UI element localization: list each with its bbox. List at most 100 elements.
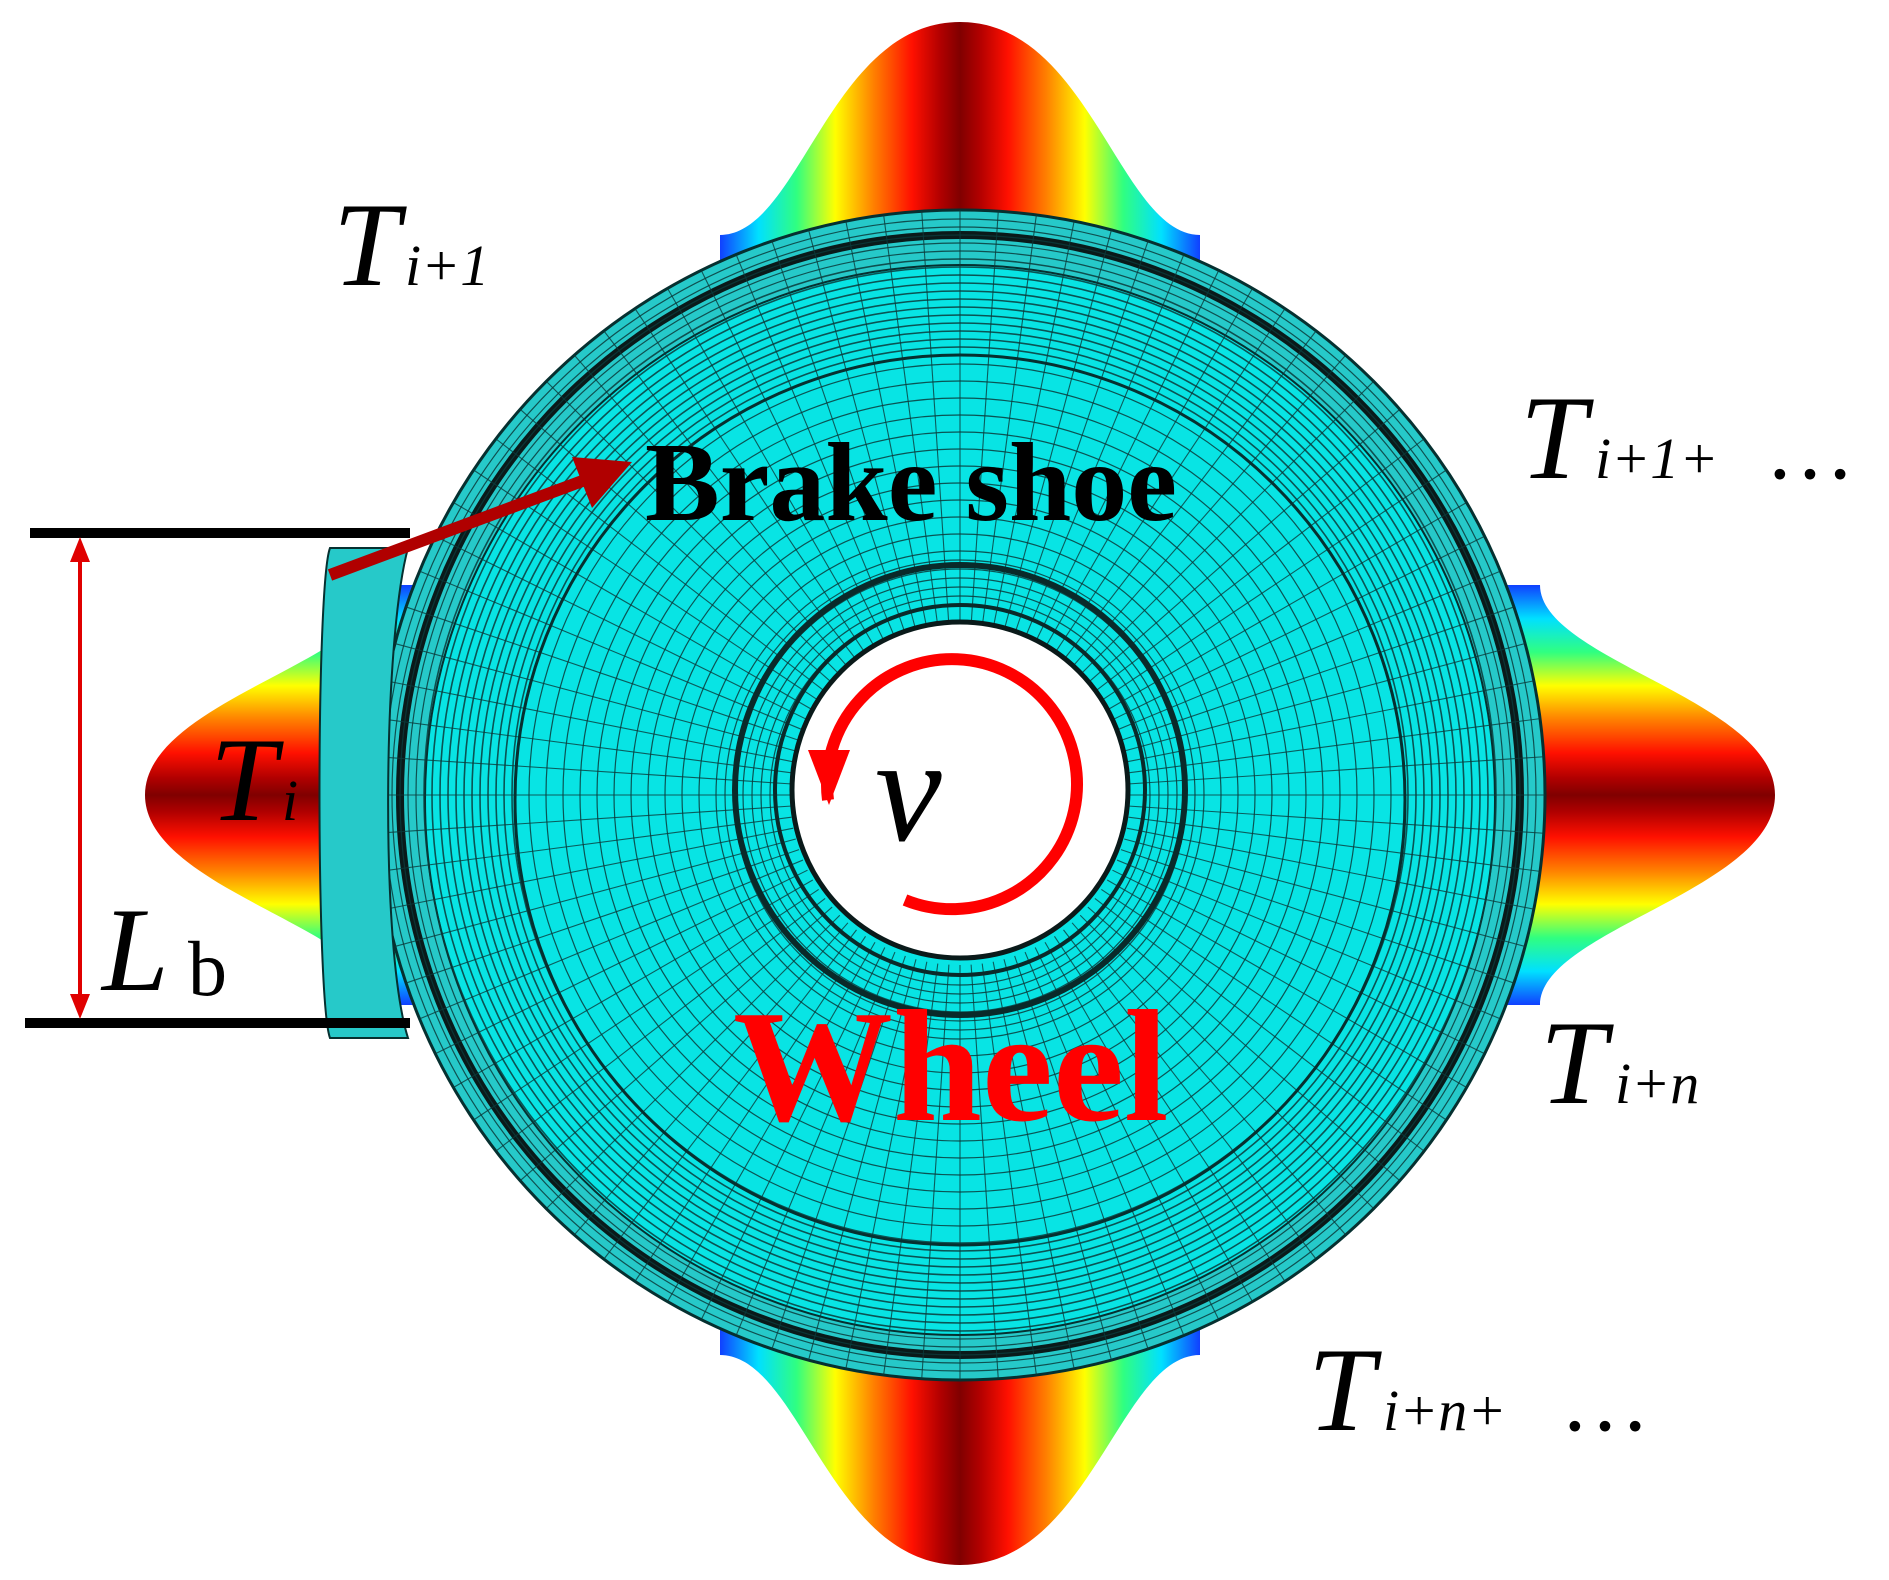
svg-text:T: T [1520, 371, 1594, 504]
mesh-spoke [1116, 570, 1501, 731]
rotation-arrow-icon [808, 653, 1083, 916]
svg-text:T: T [333, 178, 407, 311]
brake-shoe-block [318, 547, 410, 1039]
mesh-spoke [419, 859, 804, 1020]
mesh-spoke [1087, 906, 1401, 1182]
temperature-label-t-i1: T i+1 [333, 178, 489, 311]
mesh-spoke [1003, 959, 1112, 1361]
mesh-spoke [376, 805, 791, 834]
mesh-spoke [808, 959, 917, 1361]
svg-text:L: L [100, 883, 169, 1016]
mesh-spoke [1124, 838, 1526, 947]
mesh-spoke [519, 906, 833, 1182]
mesh-spoke [379, 718, 792, 774]
mesh-spoke [419, 570, 804, 731]
mesh-spoke [1034, 947, 1220, 1320]
mesh-spoke [1053, 308, 1286, 654]
mesh-spoke [735, 254, 896, 639]
svg-text:b: b [188, 925, 227, 1012]
mesh-spoke [545, 380, 841, 676]
mesh-spoke [921, 964, 950, 1379]
temperature-label-t-i: T i [210, 713, 298, 846]
mesh-spoke [1034, 270, 1220, 643]
mesh-spoke [700, 947, 886, 1320]
mesh-spoke [845, 961, 928, 1369]
mesh-spoke [394, 838, 796, 947]
mesh-spoke [495, 438, 826, 692]
mesh-spoke [1129, 756, 1544, 785]
svg-text:i+n: i+n [1615, 1051, 1699, 1116]
mesh-spoke [1112, 535, 1485, 721]
mesh-spoke [473, 469, 819, 702]
mesh-spoke [845, 221, 928, 629]
mesh-spoke [376, 756, 791, 785]
mesh-spoke [573, 922, 849, 1236]
svg-text:i+n+: i+n+ [1383, 1378, 1506, 1443]
mesh-spoke [1044, 941, 1253, 1302]
svg-text:T: T [1308, 1323, 1382, 1456]
mesh-spoke [1079, 914, 1375, 1210]
mesh-spoke [473, 888, 819, 1121]
mesh-spoke [883, 214, 939, 627]
hub-inner-ring [773, 603, 1147, 977]
mesh-spoke [1014, 955, 1149, 1350]
mesh-spoke [1120, 849, 1515, 984]
mesh-spoke [1124, 643, 1526, 752]
mesh-spoke [1053, 936, 1286, 1282]
temperature-label-t-inplus: T i+n+ … [1308, 1323, 1650, 1456]
mesh-spoke [1094, 438, 1425, 692]
mesh-spoke [970, 964, 999, 1379]
brake-shoe-label: Brake shoe [645, 421, 1177, 545]
mesh-spoke [1129, 805, 1544, 834]
mesh-spoke [981, 963, 1037, 1376]
web-shoulder [513, 353, 1407, 1247]
mesh-spoke [405, 606, 800, 741]
mesh-spoke [634, 308, 867, 654]
svg-text:…: … [1560, 1351, 1650, 1450]
mesh-spoke [771, 240, 906, 635]
mesh-spoke [700, 270, 886, 643]
mesh-spoke [1106, 502, 1467, 711]
mesh-spoke [379, 816, 792, 872]
mesh-spoke [519, 408, 833, 684]
mesh-spoke [394, 643, 796, 752]
mesh-spoke [667, 941, 876, 1302]
mesh-spoke [386, 680, 794, 763]
mesh-spoke [1071, 922, 1347, 1236]
svg-text:T: T [1540, 996, 1614, 1129]
mesh-spoke [435, 535, 808, 721]
length-label-lb: L b [100, 883, 227, 1016]
wheel-mesh [373, 208, 1547, 1382]
mesh-spoke [771, 955, 906, 1350]
dimension-lb [25, 528, 410, 1028]
dimension-arrow-icon [70, 537, 90, 1019]
mesh-spoke [981, 214, 1037, 627]
mesh-spoke [545, 914, 841, 1210]
mesh-spoke [667, 288, 876, 649]
arrow-icon [327, 457, 632, 581]
mesh-spoke [573, 354, 849, 668]
mesh-spoke [1112, 869, 1485, 1055]
mesh-spoke [992, 221, 1075, 629]
mesh-spoke [883, 963, 939, 1376]
hub-outer [732, 562, 1188, 1018]
mesh-spoke [1003, 229, 1112, 631]
temperature-label-t-i1plus: T i+1+ … [1520, 371, 1855, 504]
mesh-spoke [1063, 929, 1317, 1260]
mesh-spoke [453, 502, 814, 711]
mesh-spoke [1079, 380, 1375, 676]
svg-text:…: … [1765, 399, 1855, 498]
mesh-spoke [1014, 240, 1149, 635]
mesh-spoke [1044, 288, 1253, 649]
mesh-spoke [1087, 408, 1401, 684]
mesh-grid [375, 210, 1545, 1380]
svg-text:i: i [282, 768, 298, 833]
mesh-spoke [1024, 951, 1185, 1336]
mesh-spoke [1106, 879, 1467, 1088]
mesh-spoke [1116, 859, 1501, 1020]
svg-text:i+1+: i+1+ [1595, 426, 1718, 491]
mesh-spoke [1128, 816, 1541, 872]
svg-text:i+1: i+1 [405, 233, 489, 298]
svg-text:T: T [210, 713, 284, 846]
